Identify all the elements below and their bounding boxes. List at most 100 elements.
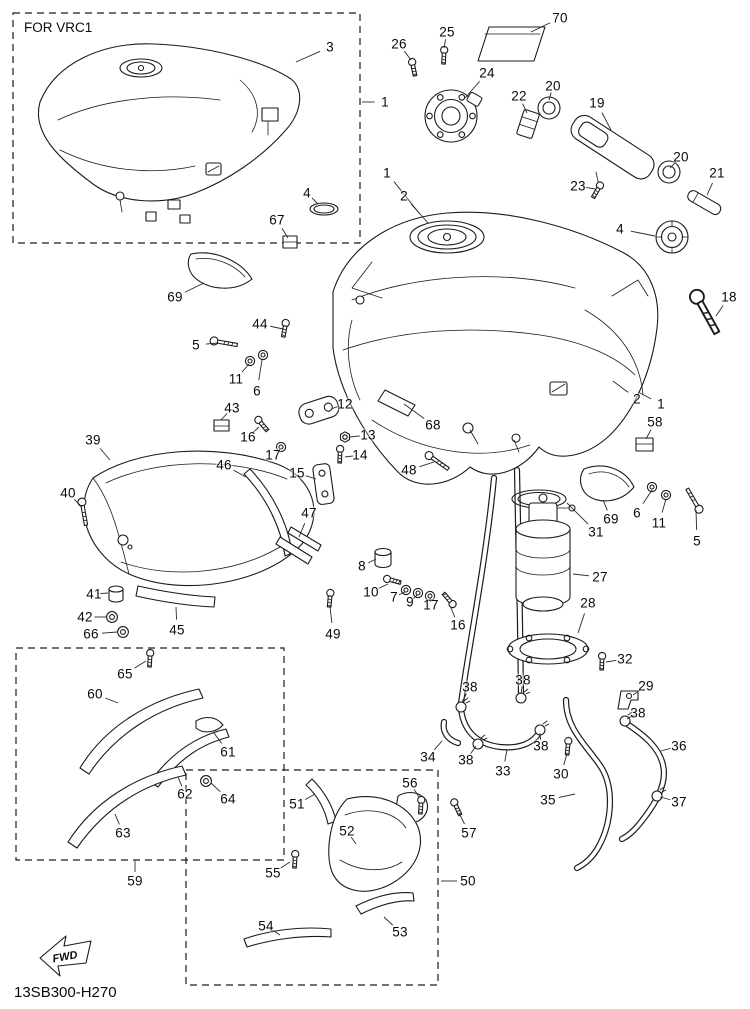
- grommet-66: [117, 626, 129, 638]
- part-label: 68: [425, 417, 441, 433]
- filler-seal-ring: [309, 202, 339, 216]
- part-label: 5: [693, 533, 701, 549]
- part-label: 20: [545, 78, 561, 94]
- part-label: 61: [220, 744, 236, 760]
- left-inset-box: [15, 647, 285, 861]
- crescent-trim-left: [187, 252, 253, 289]
- part-label: 3: [326, 39, 334, 55]
- part-label: 41: [86, 586, 102, 602]
- part-label: 48: [401, 462, 417, 478]
- part-label: 53: [392, 924, 408, 940]
- part-label: 57: [461, 825, 477, 841]
- bracket-12: [298, 395, 340, 425]
- screw-49: [324, 588, 335, 608]
- part-label: 24: [479, 65, 495, 81]
- part-label: 46: [216, 457, 232, 473]
- part-label: 19: [589, 95, 605, 111]
- damper-67: [282, 235, 298, 249]
- strips-47: [275, 526, 322, 565]
- strip-54: [243, 927, 332, 948]
- screw-16-right: [440, 590, 459, 610]
- part-label: 69: [167, 289, 183, 305]
- part-label: 17: [265, 447, 281, 463]
- part-label: 6: [253, 383, 261, 399]
- variant-note: FOR VRC1: [24, 20, 93, 35]
- part-label: 18: [721, 289, 737, 305]
- part-label: 16: [450, 617, 466, 633]
- part-label: 1: [383, 165, 391, 181]
- part-label: 31: [588, 524, 604, 540]
- strip-51: [305, 778, 337, 825]
- pump-ring-28: [506, 633, 590, 665]
- part-label: 1: [657, 396, 665, 412]
- part-label: 10: [363, 584, 379, 600]
- part-label: 52: [339, 823, 355, 839]
- screw-26: [407, 57, 420, 78]
- part-label: 35: [540, 792, 556, 808]
- part-label: 39: [85, 432, 101, 448]
- part-label: 67: [269, 212, 285, 228]
- cover-52: [328, 796, 421, 892]
- part-label: 38: [630, 705, 646, 721]
- part-label: 22: [511, 88, 527, 104]
- part-label: 40: [60, 485, 76, 501]
- part-label: 30: [553, 766, 569, 782]
- part-label: 60: [87, 686, 103, 702]
- part-label: 38: [533, 738, 549, 754]
- part-label: 23: [570, 178, 586, 194]
- part-label: 44: [252, 316, 268, 332]
- part-label: 4: [303, 185, 311, 201]
- screw-23: [589, 180, 606, 201]
- bolt-5-right: [683, 486, 706, 516]
- bracket-15: [312, 463, 335, 505]
- part-label: 11: [228, 371, 244, 387]
- part-label: 14: [352, 447, 368, 463]
- part-label: 64: [220, 791, 236, 807]
- grommet-42: [106, 611, 118, 623]
- part-label: 25: [439, 24, 455, 40]
- bottom-inset-box: [185, 769, 439, 986]
- fuel-lines: [457, 466, 525, 707]
- part-label: 34: [420, 749, 436, 765]
- part-label: 8: [358, 558, 366, 574]
- screw-57: [448, 797, 465, 818]
- part-label: 17: [423, 597, 439, 613]
- crescent-trim-right: [579, 465, 635, 502]
- washer-11-right: [660, 489, 672, 501]
- collar-6-left: [257, 349, 269, 361]
- trim-strip-60: [79, 688, 204, 775]
- trim-68: [377, 389, 416, 417]
- vrc1-fuel-tank: [37, 43, 301, 224]
- part-label: 38: [462, 679, 478, 695]
- part-label: 4: [616, 221, 624, 237]
- part-label: 33: [495, 763, 511, 779]
- nut-13: [339, 431, 351, 443]
- bolt-5-left: [208, 335, 239, 350]
- part-label: 66: [83, 626, 99, 642]
- part-label: 43: [224, 400, 240, 416]
- part-label: 36: [671, 738, 687, 754]
- part-label: 62: [177, 786, 193, 802]
- bolt-14: [335, 444, 345, 464]
- grommet-64: [200, 775, 212, 787]
- filler-cap-assembly: [424, 89, 483, 143]
- part-label: 58: [647, 414, 663, 430]
- screw-55: [290, 849, 300, 869]
- part-label: 45: [169, 622, 185, 638]
- trim-piece-61: [195, 716, 224, 733]
- fuel-pump-27: [515, 493, 576, 612]
- main-fuel-tank: [332, 211, 659, 485]
- screw-25: [439, 45, 449, 65]
- part-label: 51: [289, 796, 305, 812]
- leader-lines: [73, 22, 724, 936]
- part-label: 7: [390, 589, 398, 605]
- part-label: 29: [638, 678, 654, 694]
- part-label: 47: [301, 505, 317, 521]
- part-label: 6: [633, 505, 641, 521]
- part-code: 13SB300-H270: [14, 984, 117, 1001]
- part-label: 26: [391, 36, 407, 52]
- part-label: 37: [671, 794, 687, 810]
- part-label: 2: [633, 391, 641, 407]
